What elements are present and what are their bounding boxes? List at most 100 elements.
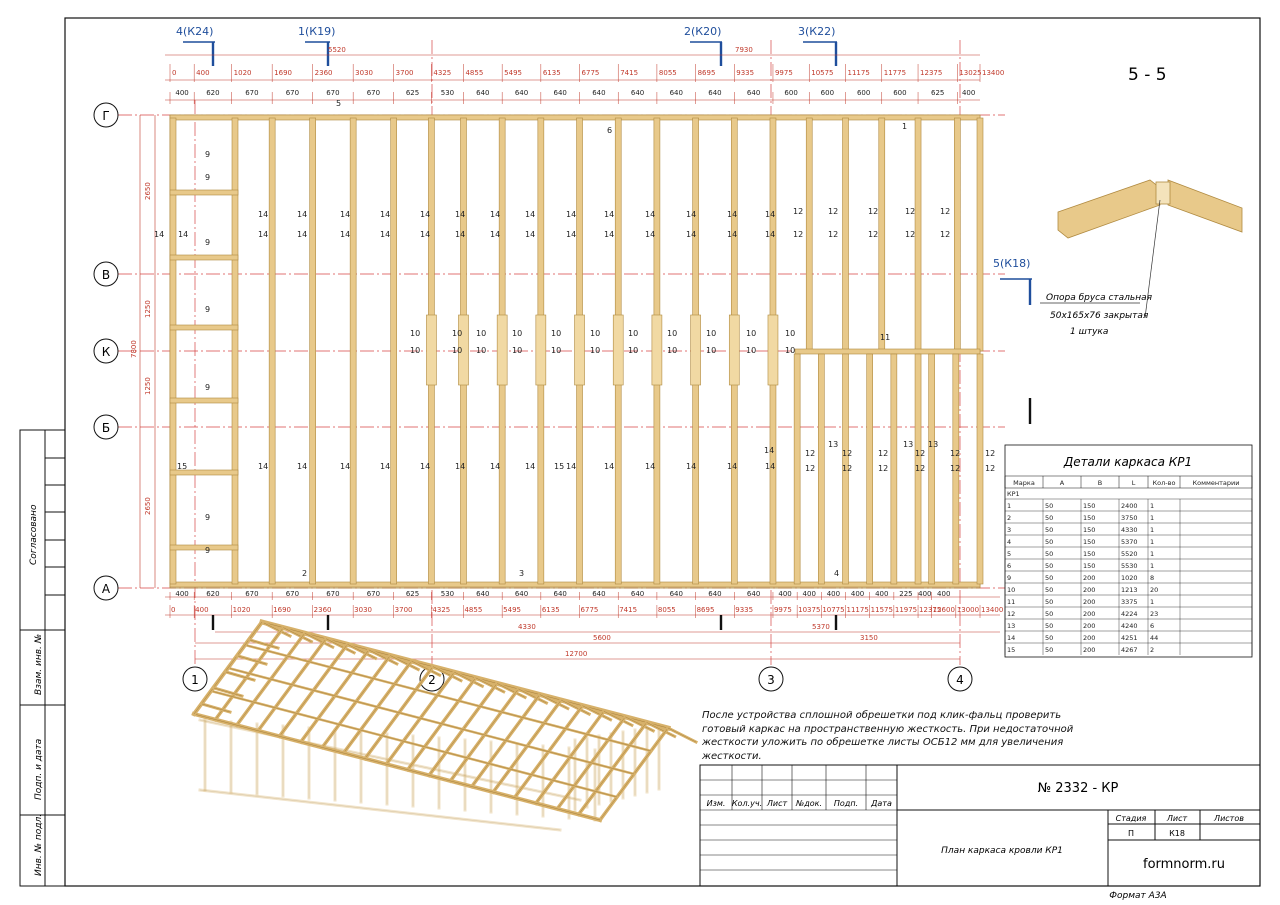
mark-14-low-11: 14 [686, 462, 696, 471]
splice-block-7 [690, 314, 701, 386]
table-cell-10-3: 4240 [1121, 622, 1138, 630]
member-mark-5: 9 [205, 513, 210, 522]
table-cell-1-2: 150 [1083, 514, 1095, 522]
mark-14-top-2: 14 [340, 210, 350, 219]
table-cell-7-1: 50 [1045, 586, 1053, 594]
table-cell-8-0: 11 [1007, 598, 1015, 606]
table-cell-6-1: 50 [1045, 574, 1053, 582]
mark-14-top-11: 14 [686, 210, 696, 219]
table-cell-12-1: 50 [1045, 646, 1053, 654]
bottom-outer-dim-0: 0 [171, 606, 175, 614]
top-outer-dim-19: 11775 [884, 69, 906, 77]
mark-14-mid-0: 14 [258, 230, 268, 239]
left-dimensions: 2650 1250 7800 1250 2650 [130, 115, 156, 588]
table-cell-5-3: 5530 [1121, 562, 1138, 570]
bottom-outer-dim-3: 1690 [273, 606, 291, 614]
stamp-header-4: Подп. [834, 799, 858, 808]
top-outer-dim-5: 3030 [355, 69, 373, 77]
table-cell-8-2: 200 [1083, 598, 1095, 606]
bottom-spacing-dim-6: 625 [406, 590, 419, 598]
bottom-spacing-dim-8: 640 [476, 590, 489, 598]
left-dim-5: 2650 [144, 497, 152, 515]
inv-orig-label: Инв. № подл. [34, 814, 44, 876]
bottom-spacing-dim-19: 400 [851, 590, 864, 598]
table-cell-10-4: 6 [1150, 622, 1154, 630]
stamp-header-5: Дата [870, 799, 892, 808]
stamp-header-3: №док. [795, 799, 822, 808]
mark-14-low-6: 14 [490, 462, 500, 471]
table-cell-5-0: 6 [1007, 562, 1011, 570]
replace-inv-label: Взам. инв. № [34, 634, 44, 695]
top-outer-dim-15: 9335 [736, 69, 754, 77]
mark-10-a-4: 10 [551, 329, 561, 338]
top-outer-dim-14: 8695 [698, 69, 716, 77]
bottom-spacing-dim-20: 400 [875, 590, 888, 598]
bottom-spacing-dim-11: 640 [592, 590, 605, 598]
mark-14-top-9: 14 [604, 210, 614, 219]
table-cell-3-1: 50 [1045, 538, 1053, 546]
mark-10-b-2: 10 [476, 346, 486, 355]
top-outer-dim-1: 400 [196, 69, 209, 77]
top-outer-dim-20: 12375 [920, 69, 942, 77]
mark-14-top-7: 14 [525, 210, 535, 219]
table-cell-1-3: 3750 [1121, 514, 1138, 522]
table-header-0: Марка [1013, 479, 1035, 487]
axis-top-3: 2(К20) [684, 25, 721, 38]
mark-10-b-7: 10 [667, 346, 677, 355]
member-mark-9: 15 [177, 462, 187, 471]
ladder-block-1 [169, 254, 239, 261]
lower-rafter-8 [976, 353, 984, 585]
splice-block-2 [496, 314, 508, 386]
row-axis-V: В [102, 268, 110, 282]
mark-10-b-9: 10 [746, 346, 756, 355]
table-cell-10-1: 50 [1045, 622, 1053, 630]
member-mark-1: 9 [205, 173, 210, 182]
top-spacing-dim-20: 625 [931, 89, 944, 97]
details-table-group: КР1 [1007, 490, 1020, 498]
mark-10-a-7: 10 [667, 329, 677, 338]
bottom-spacing-dim-23: 400 [937, 590, 950, 598]
ladder-block-0 [169, 189, 239, 196]
mark-10-a-5: 10 [590, 329, 600, 338]
splice-block-8 [728, 314, 740, 386]
top-spacing-dim-11: 640 [592, 89, 605, 97]
mark-14-low-4: 14 [420, 462, 430, 471]
top-spacing-dim-7: 530 [441, 89, 454, 97]
table-header-5: Комментарии [1193, 479, 1240, 487]
member-mark-0: 9 [205, 150, 210, 159]
mark-12-mid-2: 12 [868, 230, 878, 239]
member-mark-6: 9 [205, 546, 210, 555]
table-cell-11-2: 200 [1083, 634, 1095, 642]
mark-12-lowA-2: 12 [878, 449, 888, 458]
top-outer-dim-16: 9975 [775, 69, 793, 77]
table-cell-11-1: 50 [1045, 634, 1053, 642]
ladder-block-5 [169, 544, 239, 551]
bottom-outer-dim-19: 11175 [847, 606, 869, 614]
table-cell-6-0: 9 [1007, 574, 1011, 582]
mark-14-low-2: 14 [340, 462, 350, 471]
top-spacing-dim-18: 600 [857, 89, 870, 97]
mark-12-top-2: 12 [868, 207, 878, 216]
bottom-outer-dim-18: 10775 [822, 606, 844, 614]
top-spacing-dim-17: 600 [821, 89, 834, 97]
mark-10-b-1: 10 [452, 346, 462, 355]
rafter-2 [349, 117, 357, 585]
mark-14-top-4: 14 [420, 210, 430, 219]
table-cell-10-2: 200 [1083, 622, 1095, 630]
bottom-outer-dim-22: 12375 [919, 606, 941, 614]
splice-block-4 [574, 314, 585, 386]
member-mark-10: 15 [554, 462, 564, 471]
mark-14-top-0: 14 [258, 210, 268, 219]
mark-10-a-9: 10 [746, 329, 756, 338]
bottom-outer-dim-17: 10375 [798, 606, 820, 614]
bottom-dim-group-5: 12700 [565, 650, 587, 658]
table-cell-12-3: 4267 [1121, 646, 1138, 654]
bottom-outer-dim-10: 6135 [542, 606, 560, 614]
table-cell-12-2: 200 [1083, 646, 1095, 654]
doc-number: № 2332 - КР [1038, 781, 1119, 796]
mark-14-top-5: 14 [455, 210, 465, 219]
top-dim-extra-2: 7930 [735, 46, 753, 54]
lower-rafter-0 [793, 353, 801, 585]
bottom-outer-dim-23: 12600 [933, 606, 955, 614]
